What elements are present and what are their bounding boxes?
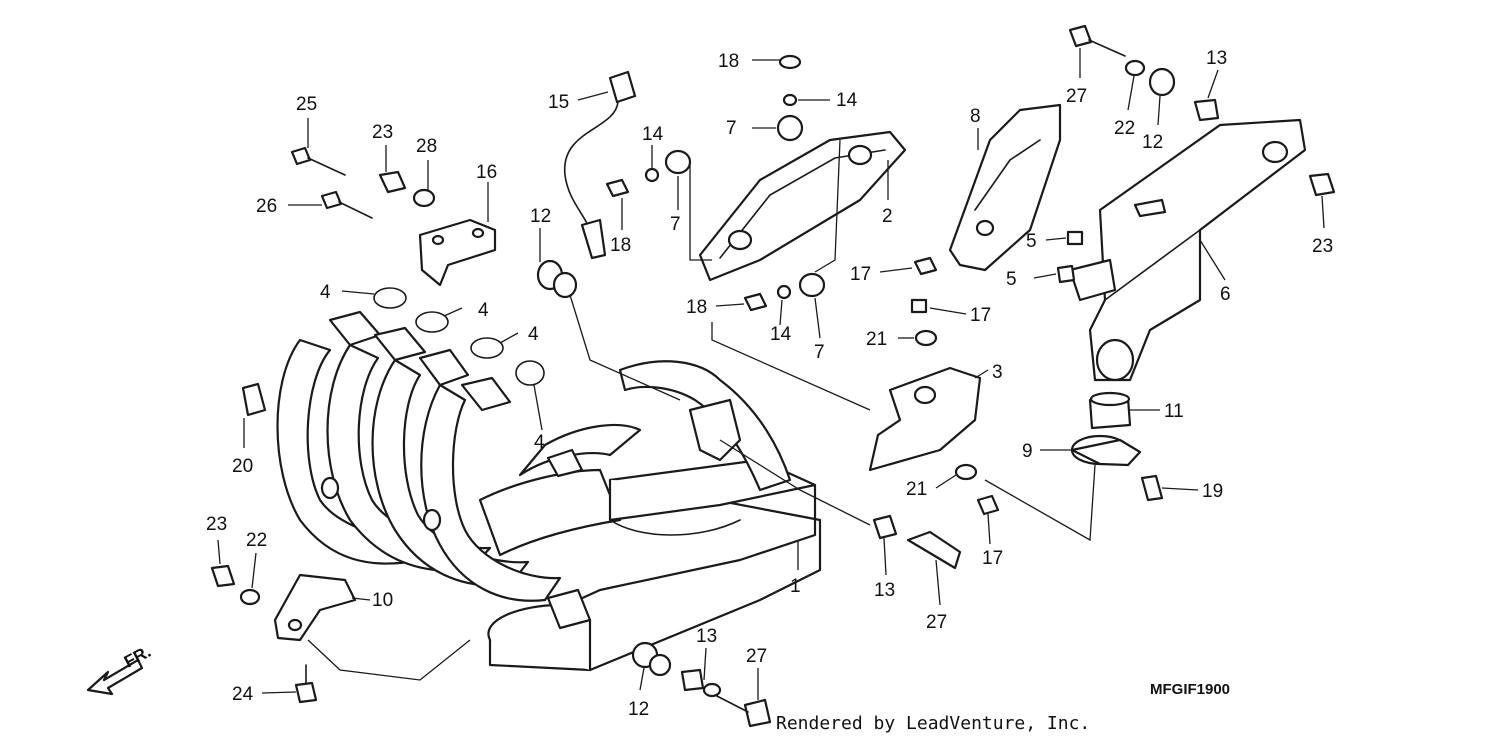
callout-26: 26 bbox=[256, 196, 277, 217]
callout-23: 23 bbox=[372, 122, 393, 143]
leader-lines bbox=[217, 48, 1325, 700]
callout-12c: 12 bbox=[628, 699, 649, 720]
callout-23c: 23 bbox=[206, 514, 227, 535]
callout-numbers: 1 2 3 4 4 4 4 5 5 6 7 7 7 8 9 10 11 12 1… bbox=[206, 48, 1333, 720]
callout-16: 16 bbox=[476, 162, 497, 183]
callout-17: 17 bbox=[850, 264, 871, 285]
callout-28: 28 bbox=[416, 136, 437, 157]
callout-5: 5 bbox=[1026, 231, 1037, 252]
callout-4: 4 bbox=[320, 282, 331, 303]
callout-21: 21 bbox=[866, 329, 887, 350]
callout-2: 2 bbox=[882, 206, 893, 227]
muffler-protector bbox=[948, 103, 1062, 272]
callout-4b: 4 bbox=[478, 300, 489, 321]
callout-17b: 17 bbox=[970, 305, 991, 326]
callout-9: 9 bbox=[1022, 441, 1033, 462]
bracket-10 bbox=[273, 573, 357, 642]
callout-5b: 5 bbox=[1006, 269, 1017, 290]
callout-12b: 12 bbox=[1142, 132, 1163, 153]
callout-12: 12 bbox=[530, 206, 551, 227]
callout-11: 11 bbox=[1164, 401, 1184, 422]
callout-14c: 14 bbox=[770, 324, 792, 345]
callout-21b: 21 bbox=[906, 479, 927, 500]
callout-13c: 13 bbox=[696, 626, 717, 647]
callout-14b: 14 bbox=[642, 124, 664, 145]
drawing-code: MFGIF1900 bbox=[1150, 681, 1230, 698]
callout-7c: 7 bbox=[814, 342, 825, 363]
callout-22: 22 bbox=[1114, 118, 1135, 139]
callout-10: 10 bbox=[372, 590, 393, 611]
callout-4c: 4 bbox=[528, 324, 539, 345]
exhaust-seal-11 bbox=[1088, 391, 1132, 430]
exhaust-header-pipes bbox=[276, 310, 642, 602]
callout-18b: 18 bbox=[610, 235, 631, 256]
callout-4d: 4 bbox=[534, 432, 545, 453]
oxygen-sensor bbox=[564, 70, 637, 260]
heat-shield-upper bbox=[698, 130, 907, 282]
callout-22b: 22 bbox=[246, 530, 267, 551]
heat-shield-lower bbox=[868, 366, 982, 472]
bracket-16 bbox=[418, 218, 497, 287]
callout-7b: 7 bbox=[670, 214, 681, 235]
silencer bbox=[1068, 118, 1307, 382]
callout-25: 25 bbox=[296, 94, 317, 115]
callout-27: 27 bbox=[1066, 86, 1087, 107]
callout-17c: 17 bbox=[982, 548, 1003, 569]
callout-8: 8 bbox=[970, 106, 981, 127]
fasteners bbox=[210, 24, 1336, 728]
callout-27b: 27 bbox=[926, 612, 947, 633]
callout-18c: 18 bbox=[686, 297, 707, 318]
callout-18: 18 bbox=[718, 51, 739, 72]
render-credit: Rendered by LeadVenture, Inc. bbox=[776, 713, 1090, 734]
callout-24: 24 bbox=[232, 684, 254, 705]
callout-23b: 23 bbox=[1312, 236, 1333, 257]
callout-15: 15 bbox=[548, 92, 569, 113]
callout-1: 1 bbox=[790, 576, 801, 597]
callout-14: 14 bbox=[836, 90, 858, 111]
callout-20: 20 bbox=[232, 456, 253, 477]
silencer-band-clamp bbox=[1070, 434, 1142, 467]
front-direction-arrow-icon: FR. bbox=[86, 642, 154, 696]
callout-27c: 27 bbox=[746, 646, 767, 667]
callout-19: 19 bbox=[1202, 481, 1223, 502]
callout-13: 13 bbox=[1206, 48, 1227, 69]
callout-6: 6 bbox=[1220, 284, 1231, 305]
callout-3: 3 bbox=[992, 362, 1003, 383]
callout-7: 7 bbox=[726, 118, 737, 139]
callout-13b: 13 bbox=[874, 580, 895, 601]
